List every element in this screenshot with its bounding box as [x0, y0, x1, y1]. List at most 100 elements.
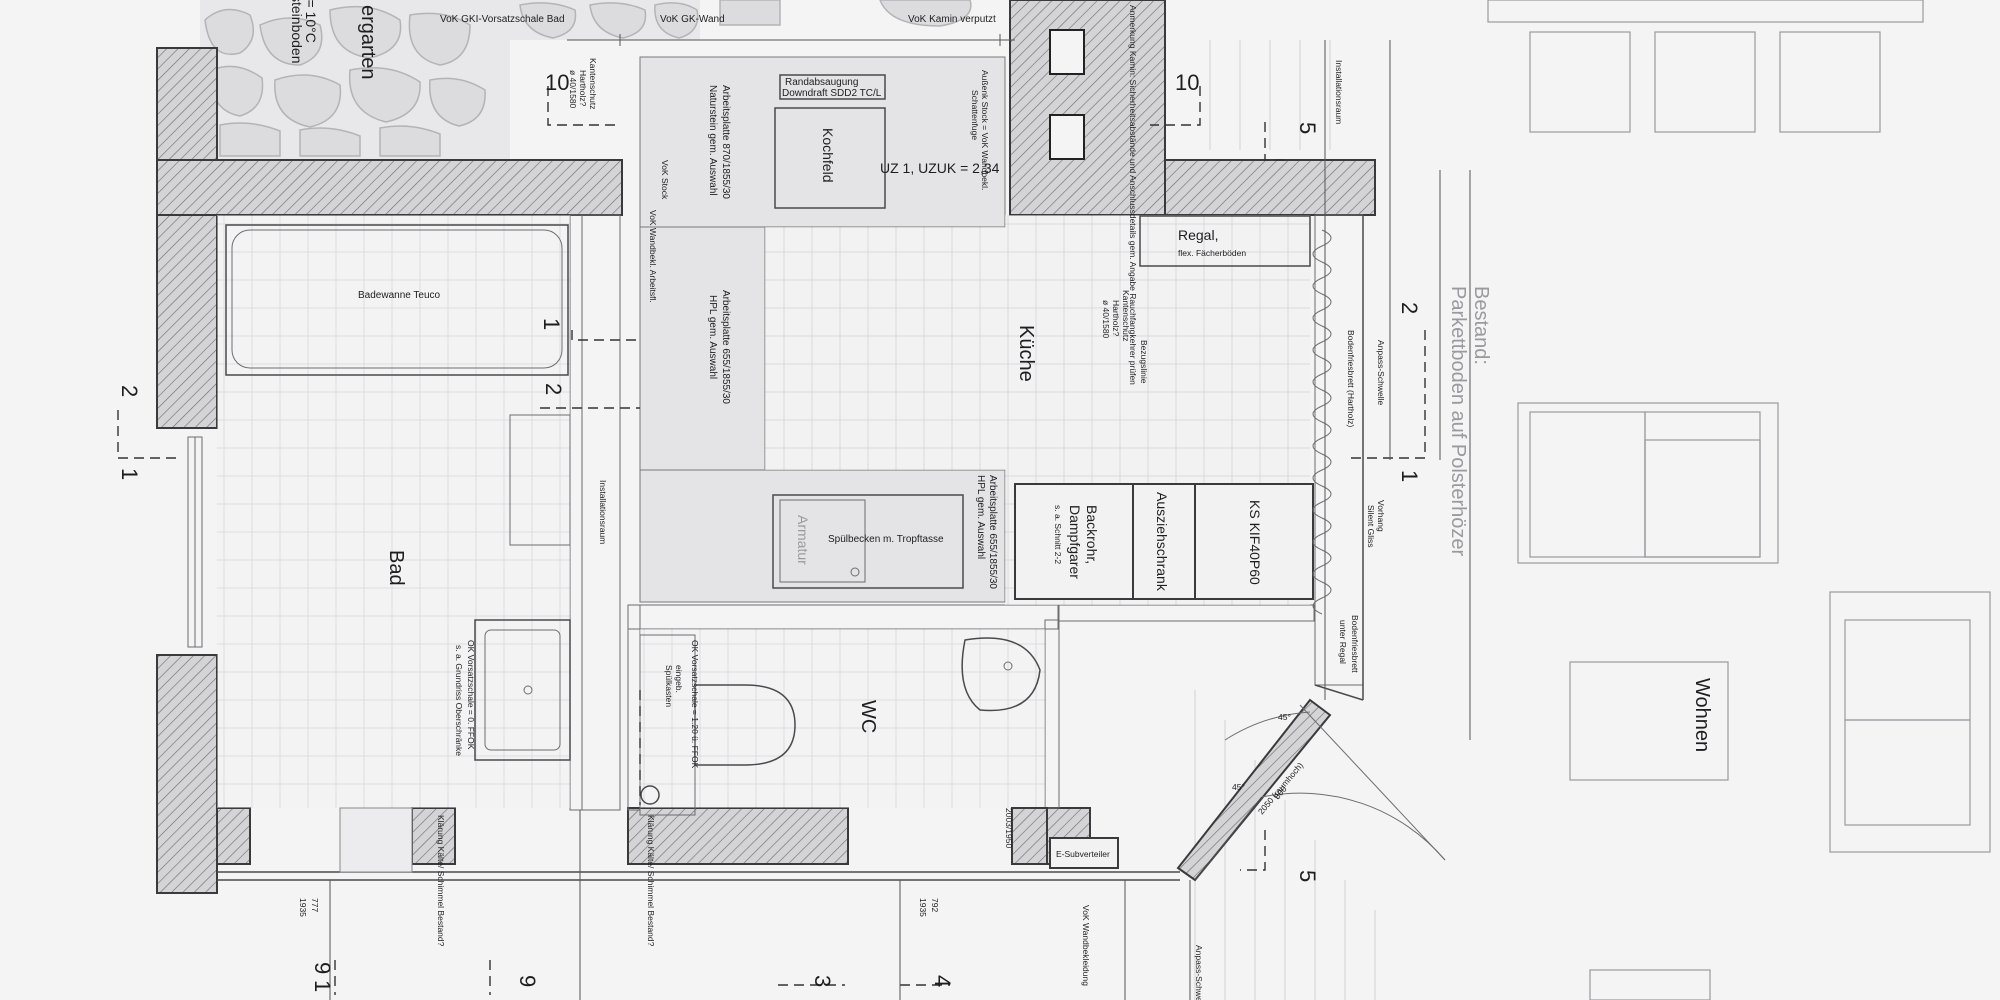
- note-window-1a: 777: [310, 898, 320, 912]
- label-arbeitsplatte-3b: HPL gem. Auswahl: [975, 475, 986, 559]
- shelf-regal: [1139, 215, 1311, 267]
- label-kantenschutz-2: Hartholz?: [578, 70, 588, 107]
- section-marker-1-bath: 1: [539, 318, 564, 330]
- label-spuelbecken: Spülbecken m. Tropftasse: [828, 534, 944, 545]
- note-window-2a: 792: [930, 898, 940, 912]
- label-anpass-schwelle: Anpass-Schwelle: [1376, 340, 1386, 405]
- label-bodenfriesbrett-1: Bodenfriesbrett (Hartholz): [1346, 330, 1356, 427]
- note-kaeltebruecke-2: Klärung Kälte/ Schimmel Bestand?: [646, 815, 656, 947]
- cabinet-fridge: [1194, 483, 1314, 600]
- label-randabsaugung-2: Downdraft SDD2 TC/L: [782, 88, 882, 99]
- room-label-wintergarten: ergarten: [357, 5, 379, 80]
- label-vok-gk-wand: VoK GK-Wand: [660, 14, 725, 25]
- label-ks: KS KIF40P60: [1247, 500, 1263, 585]
- section-marker-1-left: 1: [117, 468, 142, 480]
- label-arbeitsplatte-2b: HPL gem. Auswahl: [707, 295, 718, 379]
- label-randabsaugung-1: Randabsaugung: [785, 77, 858, 88]
- note-angle-1: 45°: [1278, 712, 1291, 722]
- toilet: [694, 684, 796, 766]
- dimension-lines: [329, 34, 1471, 1000]
- note-window-1b: 1935: [298, 898, 308, 917]
- room-label-bad: Bad: [385, 550, 407, 586]
- walls: [156, 0, 1376, 894]
- curtain: [1312, 214, 1364, 701]
- label-kantenschutz-r2: Hartholz?: [1111, 300, 1121, 337]
- label-regal-1: Regal,: [1178, 227, 1218, 243]
- kitchen: [639, 56, 1314, 869]
- bathroom: [217, 215, 571, 873]
- label-installationsraum-2: Installationsraum: [1334, 60, 1344, 124]
- note-ok-vorsatz-bad-1: OK Vorsatzschale = 0. FFOK: [466, 640, 476, 750]
- section-marker-9-a: 9: [310, 962, 335, 974]
- note-door-dim-2: 2050 (raumhoch): [1256, 760, 1305, 816]
- label-arbeitsplatte-2a: Arbeitsplatte 655/1855/30: [720, 290, 731, 404]
- angled-door: [1176, 698, 1446, 882]
- section-marker-2-bath: 2: [541, 383, 566, 395]
- wc-room: [639, 629, 1045, 816]
- label-arbeitsplatte-1a: Arbeitsplatte 870/1855/30: [720, 85, 731, 199]
- section-marker-2-left: 2: [117, 385, 142, 397]
- wintergarten-floor: steinboden: [289, 0, 305, 64]
- note-kaeltebruecke-1: Klärung Kälte/ Schimmel Bestand?: [436, 815, 446, 947]
- section-marker-10-left: 10: [545, 70, 569, 95]
- wintergarten-paving: [200, 0, 972, 160]
- room-label-wohnen: Wohnen: [1691, 678, 1713, 752]
- e-subverteiler-box: [1049, 837, 1119, 869]
- note-ok-vorsatz-bad-2: s. a. Grundriss Oberschränke: [454, 645, 464, 756]
- room-label-bestand-1: Bestand:: [1470, 286, 1492, 365]
- wc-sink: [961, 637, 1041, 712]
- label-aussen-stock-1: Außenk Stock = VoK Wandbekl.: [980, 70, 990, 190]
- section-marker-1-right: 1: [1397, 470, 1422, 482]
- section-marker-4: 4: [930, 975, 955, 987]
- label-bezugslinie: Bezugslinie: [1139, 340, 1149, 384]
- label-kamin-note: Anmerkung Kamin: Sicherheitsabstände und…: [1128, 5, 1138, 385]
- label-regal-2: flex. Fächerböden: [1178, 248, 1246, 258]
- note-angle-2: 45°: [1232, 782, 1245, 792]
- label-vok-stock: VoK Stock: [660, 160, 670, 200]
- label-backrohr-1: Backrohr,: [1084, 505, 1100, 564]
- note-ok-vorsatz-wc-1: OK Vorsatzschale = 1.20 ü. FFOK: [690, 640, 700, 769]
- note-vok-wandbekleidung: VoK Wandbekleidung: [1081, 905, 1091, 986]
- cabinet-backrohr: [1014, 483, 1134, 600]
- note-anpass-schwelle-2: Anpass-Schwelle: [1194, 945, 1204, 1000]
- label-uz: UZ 1, UZUK = 2,34: [880, 160, 1000, 176]
- note-window-3: 2003/1950: [1004, 808, 1014, 848]
- label-vok-gki: VoK GKI-Vorsatzschale Bad: [440, 14, 565, 25]
- note-ok-vorsatz-wc-2: eingeb.: [674, 665, 684, 693]
- note-ok-vorsatz-wc-3: Spülkasten: [664, 665, 674, 707]
- label-kantenschutz-1: Kantenschutz: [588, 58, 598, 110]
- label-armatur: Armatur: [795, 515, 811, 565]
- label-kantenschutz-r1: Kantenschutz: [1121, 290, 1131, 342]
- washbasin: [474, 619, 571, 761]
- label-installationsraum: Installationsraum: [598, 480, 608, 544]
- room-label-wc: WC: [857, 700, 879, 733]
- cooktop: [774, 107, 886, 209]
- section-marker-3: 3: [810, 975, 835, 987]
- label-badewanne: Badewanne Teuco: [358, 290, 441, 301]
- label-vok-kamin: VoK Kamin verputzt: [908, 14, 996, 25]
- label-kantenschutz-3: ø 40/1580: [568, 70, 578, 109]
- label-bodenfriesbrett-2a: Bodenfriesbrett: [1350, 615, 1360, 673]
- section-marker-5-bottom: 5: [1295, 870, 1320, 882]
- label-vok-wandbekl: VoK Wandbekl. Arbeitsfl.: [648, 210, 658, 303]
- label-vorhang-1: Vorhang: [1376, 500, 1386, 532]
- label-vorhang-2: Silent Gliss: [1366, 505, 1376, 548]
- section-marker-9-b: 1: [310, 980, 335, 992]
- room-label-kueche: Küche: [1015, 325, 1037, 382]
- room-label-bestand-2: Parkettboden auf Polsterhözer: [1447, 286, 1469, 557]
- label-aussen-stock-2: Schattenfuge: [970, 90, 980, 140]
- section-marker-9-c: 9: [515, 975, 540, 987]
- label-arbeitsplatte-3a: Arbeitsplatte 655/1855/30: [987, 475, 998, 589]
- label-backrohr-2: Dampfgarer: [1067, 505, 1083, 579]
- wintergarten-temp: nd = 10°C: [303, 0, 319, 43]
- label-kochfeld: Kochfeld: [820, 128, 836, 182]
- sink: [772, 494, 964, 589]
- label-kantenschutz-r3: ø 40/1580: [1101, 300, 1111, 339]
- section-lines: [117, 86, 1426, 995]
- section-marker-2-right: 2: [1397, 302, 1422, 314]
- label-backrohr-3: s. a. Schnitt 2-2: [1053, 505, 1063, 564]
- section-marker-5-top: 5: [1295, 122, 1320, 134]
- label-e-subverteiler: E-Subverteiler: [1056, 849, 1110, 859]
